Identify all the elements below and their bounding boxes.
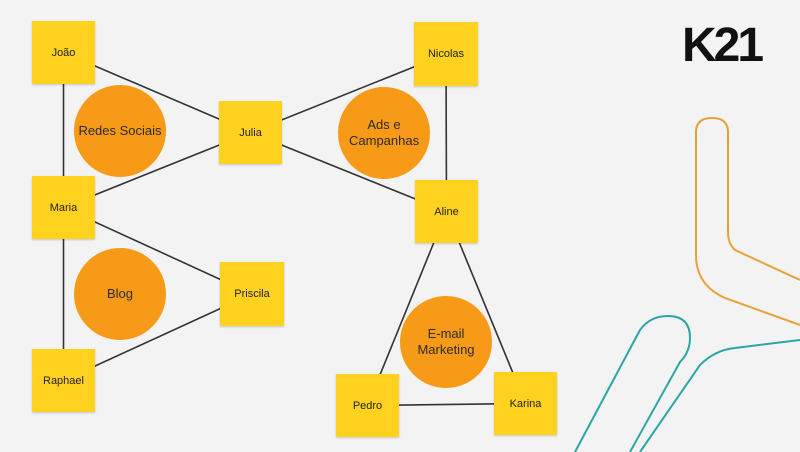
- topic-label: Ads e Campanhas: [349, 117, 420, 148]
- edge-aline-pedro: [366, 211, 448, 406]
- node-priscila: Priscila: [220, 262, 284, 326]
- node-label: Aline: [434, 205, 459, 218]
- node-label: Pedro: [352, 399, 383, 412]
- node-label: João: [51, 46, 76, 59]
- node-label: Raphael: [43, 374, 84, 387]
- node-joao: João: [32, 21, 95, 84]
- topic-blog: Blog: [74, 248, 166, 340]
- edge-aline-karina: [445, 211, 527, 404]
- topic-label: Redes Sociais: [78, 123, 162, 139]
- decorative-teal-curve: [574, 314, 692, 452]
- decorative-teal-curve-2: [639, 339, 800, 452]
- node-label: Julia: [239, 126, 262, 139]
- topic-ads-campanhas: Ads e Campanhas: [338, 87, 430, 179]
- topic-email-marketing: E-mail Marketing: [400, 296, 492, 388]
- topic-redes-sociais: Redes Sociais: [74, 85, 166, 177]
- k21-logo: K21: [682, 19, 764, 72]
- node-karina: Karina: [494, 372, 557, 435]
- node-label: Karina: [509, 397, 542, 410]
- node-label: Maria: [49, 201, 78, 214]
- node-aline: Aline: [415, 180, 478, 243]
- node-raphael: Raphael: [32, 349, 95, 412]
- edge-julia-aline: [250, 131, 447, 213]
- topic-label: Blog: [106, 286, 134, 302]
- node-pedro: Pedro: [336, 374, 399, 437]
- edge-julia-nicolas: [250, 53, 447, 134]
- node-label: Priscila: [234, 288, 270, 300]
- node-label: Nicolas: [427, 48, 465, 60]
- node-nicolas: Nicolas: [414, 22, 478, 86]
- node-maria: Maria: [32, 176, 95, 239]
- topic-label: E-mail Marketing: [417, 326, 475, 357]
- logo-text: K21: [682, 19, 764, 72]
- decorative-orange-curve: [695, 116, 800, 326]
- node-julia: Julia: [219, 101, 282, 164]
